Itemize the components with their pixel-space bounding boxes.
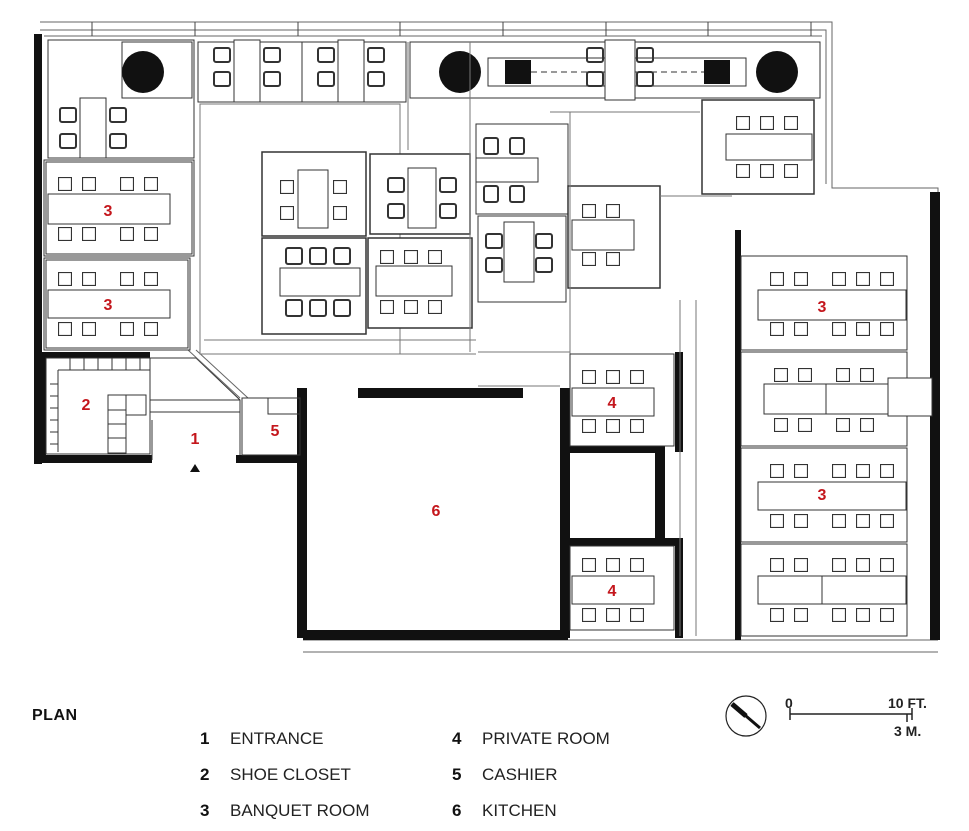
column-icon bbox=[756, 51, 798, 93]
column-icon bbox=[439, 51, 481, 93]
scale-feet: 10 FT. bbox=[888, 695, 927, 711]
legend-item: 1 ENTRANCE bbox=[200, 729, 324, 749]
legend-item: 6 KITCHEN bbox=[452, 801, 557, 821]
legend-label: ENTRANCE bbox=[230, 729, 324, 748]
legend-label: BANQUET ROOM bbox=[230, 801, 370, 820]
label-room-3: 3 bbox=[104, 297, 113, 314]
legend-number: 2 bbox=[200, 765, 210, 784]
legend-number: 3 bbox=[200, 801, 210, 820]
label-room-4: 4 bbox=[608, 395, 617, 412]
legend-label: PRIVATE ROOM bbox=[482, 729, 610, 748]
label-room-2: 2 bbox=[82, 397, 91, 414]
central-pods bbox=[199, 42, 815, 636]
legend-item: 5 CASHIER bbox=[452, 765, 558, 785]
legend-label: CASHIER bbox=[482, 765, 558, 784]
shoe-closet bbox=[45, 357, 151, 455]
legend-number: 6 bbox=[452, 801, 462, 820]
legend-number: 4 bbox=[452, 729, 462, 748]
column-icon bbox=[122, 51, 164, 93]
legend-number: 1 bbox=[200, 729, 210, 748]
plan-title: PLAN bbox=[32, 707, 78, 724]
private-room-upper bbox=[569, 353, 675, 447]
legend-label: KITCHEN bbox=[482, 801, 557, 820]
scale-zero: 0 bbox=[785, 695, 793, 711]
top-fence bbox=[91, 22, 812, 36]
room-labels: 1 2 3 3 3 3 4 4 5 6 bbox=[82, 203, 827, 600]
legend-item: 3 BANQUET ROOM bbox=[200, 801, 369, 821]
scale-meters: 3 M. bbox=[894, 723, 921, 739]
cashier bbox=[241, 397, 301, 456]
walls bbox=[34, 34, 940, 640]
label-room-3: 3 bbox=[818, 299, 827, 316]
label-room-3: 3 bbox=[104, 203, 113, 220]
entrance bbox=[150, 349, 249, 460]
north-arrow-icon bbox=[725, 695, 767, 737]
banquet-room-left-bottom bbox=[43, 257, 191, 351]
legend-number: 5 bbox=[452, 765, 462, 784]
legend-item: 4 PRIVATE ROOM bbox=[452, 729, 610, 749]
legend-label: SHOE CLOSET bbox=[230, 765, 351, 784]
banquet-rooms-right bbox=[740, 255, 933, 637]
scale-bar: 0 10 FT. 3 M. bbox=[785, 695, 927, 739]
label-room-4: 4 bbox=[608, 583, 617, 600]
label-room-1: 1 bbox=[191, 431, 200, 448]
entrance-arrow-icon bbox=[190, 464, 200, 472]
top-booths bbox=[197, 39, 821, 103]
legend-item: 2 SHOE CLOSET bbox=[200, 765, 351, 785]
label-room-3: 3 bbox=[818, 487, 827, 504]
banquet-room-left-top bbox=[43, 159, 195, 257]
top-left-dining bbox=[47, 39, 195, 159]
private-room-lower bbox=[569, 545, 675, 631]
label-room-6: 6 bbox=[432, 503, 441, 520]
label-room-5: 5 bbox=[271, 423, 280, 440]
